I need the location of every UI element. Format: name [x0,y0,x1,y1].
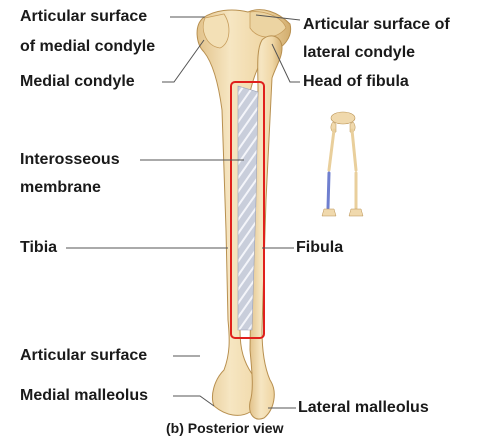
label-medial-condyle: Medial condyle [20,72,135,92]
label-articular-surface-medial-line1: Articular surface [20,7,147,27]
label-articular-surface-lateral-line1: Articular surface of [303,15,450,35]
label-lateral-malleolus: Lateral malleolus [298,398,429,418]
lateral-condyle-shape [250,12,286,37]
leader-medial-malleolus [173,396,214,406]
label-articular-surface-lateral-line2: lateral condyle [303,43,415,63]
label-interosseous-line1: Interosseous [20,150,120,170]
figure-caption: (b) Posterior view [166,420,283,436]
label-interosseous-line2: membrane [20,178,101,198]
leader-medial-condyle [162,40,204,82]
label-articular-surface-medial-line2: of medial condyle [20,37,155,57]
label-fibula: Fibula [296,238,343,258]
label-head-of-fibula: Head of fibula [303,72,409,92]
thumbnail-lower-limb-skeleton [322,112,363,216]
label-tibia: Tibia [20,238,57,258]
label-articular-surface: Articular surface [20,346,147,366]
label-medial-malleolus: Medial malleolus [20,386,148,406]
thumbnail-highlighted-leg [328,173,329,208]
